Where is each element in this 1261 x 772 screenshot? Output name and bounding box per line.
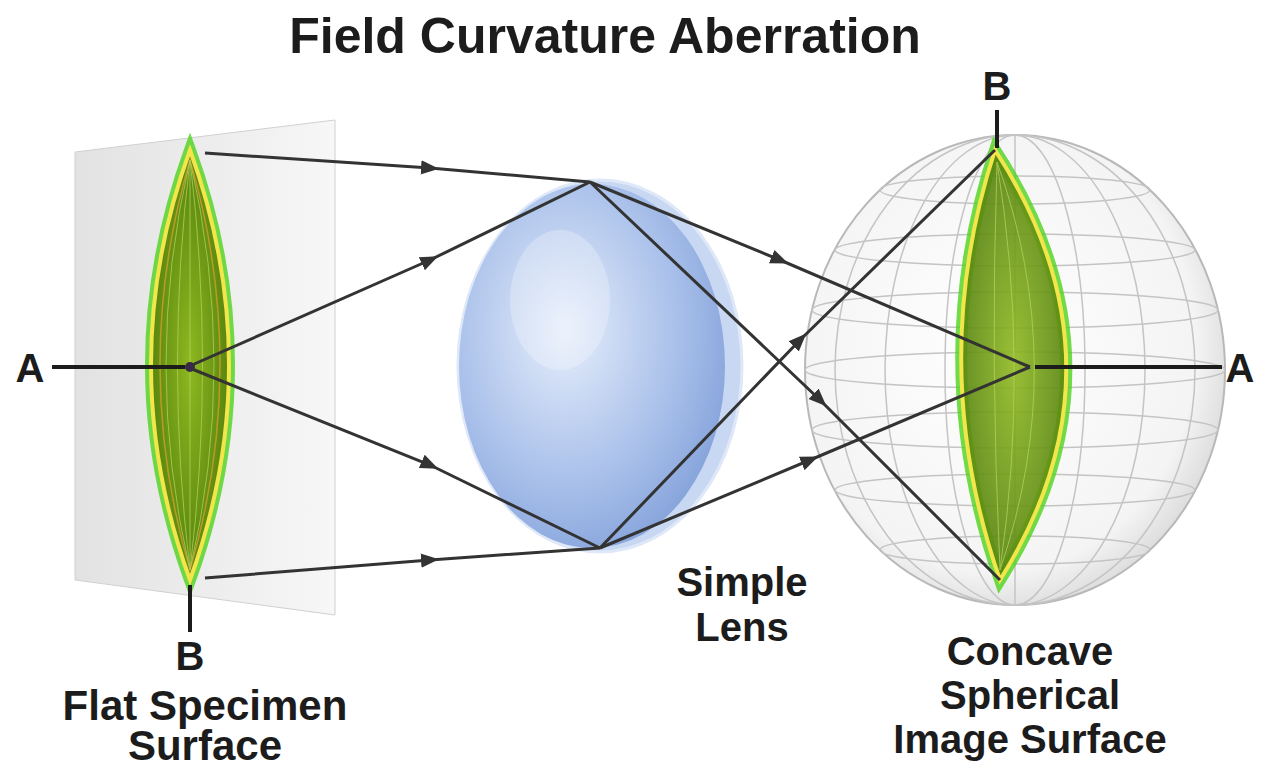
diagram-title: Field Curvature Aberration [289,8,921,64]
simple-lens [458,180,742,552]
axis-label: B [977,64,1017,108]
image-sphere [805,135,1225,605]
axis-label: A [1224,346,1256,390]
lens-label: Simple Lens [642,560,842,650]
leader-lines [52,110,1222,632]
surface-label: Concave Spherical Image Surface [885,629,1175,761]
axis-label: B [170,634,210,678]
axis-label: A [10,346,50,390]
light-rays [192,150,1030,580]
surface-label: Flat Specimen Surface [40,686,370,766]
